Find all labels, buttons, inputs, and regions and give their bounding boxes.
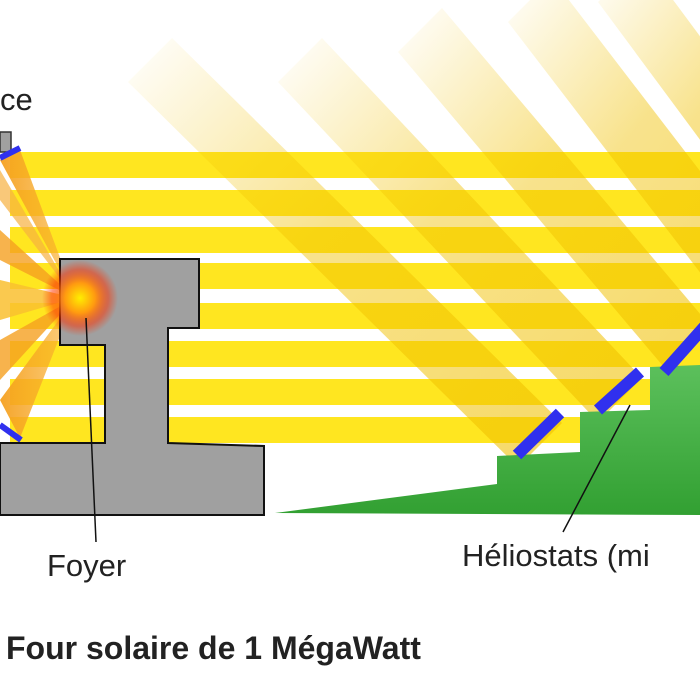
ground-hillside <box>275 365 700 515</box>
incoming-sun-ray <box>398 8 700 372</box>
heliostat-mirror <box>659 322 700 376</box>
diagram-title: Four solaire de 1 MégaWatt <box>6 630 421 666</box>
heliostat-mirror <box>512 408 565 460</box>
heliostat-leader-line <box>562 404 631 533</box>
incoming-sun-ray <box>278 38 642 422</box>
concentrator-mirror-bottom <box>0 422 23 443</box>
incoming-sun-ray <box>128 38 562 467</box>
concentrator-label: ce <box>0 82 33 117</box>
heliostats-label: Héliostats (mi <box>462 538 650 573</box>
focus-label: Foyer <box>47 548 126 583</box>
concentrator-top-support <box>0 131 12 153</box>
heliostats <box>512 322 700 460</box>
heliostat-mirror <box>593 367 645 415</box>
focus-glow <box>42 260 118 336</box>
incoming-sun-rays <box>128 0 700 467</box>
incoming-sun-ray <box>598 0 700 140</box>
concentrator-mirror-top <box>0 145 22 161</box>
incoming-sun-ray <box>508 0 700 273</box>
focus-leader-line <box>85 317 97 543</box>
